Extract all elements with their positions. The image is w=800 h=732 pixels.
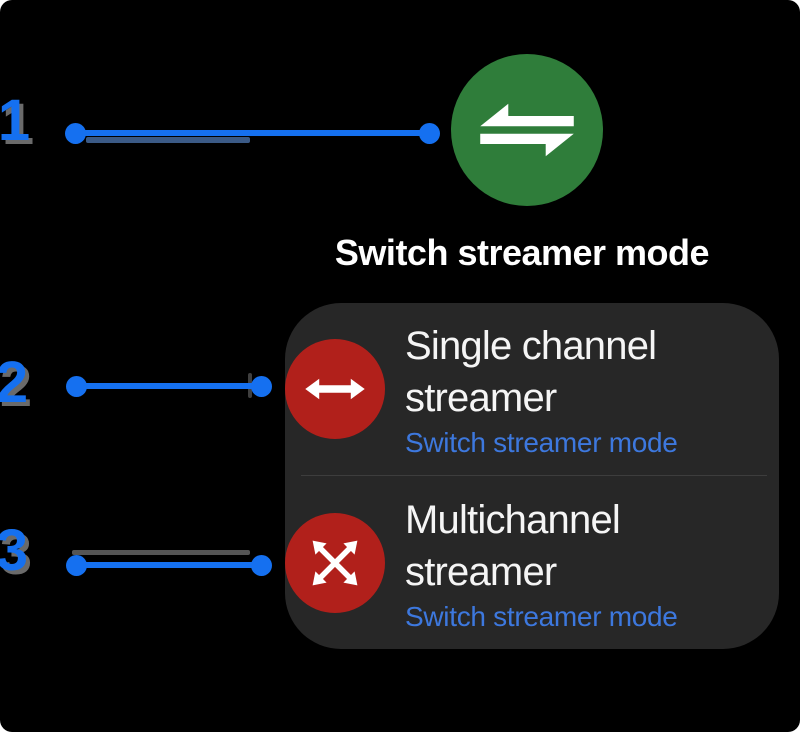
annotation-line-3-start-dot <box>66 554 87 576</box>
menu-item-title: Multichannel streamer <box>405 497 621 594</box>
menu-item-title: Single channel streamer <box>405 324 657 420</box>
menu-divider <box>301 475 767 476</box>
swap-horizontal-arrows-icon <box>480 101 574 159</box>
annotation-line-1-end-dot <box>419 122 440 144</box>
left-right-arrow-icon <box>285 339 385 439</box>
annotation-line-3 <box>66 554 272 576</box>
annotation-number-3: 3 <box>0 518 29 583</box>
annotation-line-1-start-dot <box>65 122 86 144</box>
four-way-arrows-icon <box>285 512 385 613</box>
switch-streamer-mode-button[interactable] <box>451 54 603 206</box>
menu-item-subtitle: Switch streamer mode <box>405 600 678 632</box>
annotation-line-1-shadow <box>86 137 250 143</box>
menu-item-text: Single channel streamer Switch streamer … <box>405 320 735 458</box>
menu-item-text: Multichannel streamer Switch streamer mo… <box>405 494 735 632</box>
annotation-number-1: 1 <box>0 88 31 153</box>
annotation-line-1 <box>65 122 440 144</box>
menu-item-subtitle: Switch streamer mode <box>405 427 678 458</box>
streamer-mode-menu: Single channel streamer Switch streamer … <box>285 303 779 649</box>
page-title: Switch streamer mode <box>334 232 710 273</box>
annotation-line-2 <box>66 375 272 397</box>
annotation-line-3-end-dot <box>251 554 272 576</box>
annotation-number-2: 2 <box>0 350 29 415</box>
menu-item-multichannel-streamer[interactable]: Multichannel streamer Switch streamer mo… <box>285 476 779 649</box>
annotation-line-2-start-dot <box>66 375 87 397</box>
annotation-line-3-shadow <box>72 550 250 555</box>
menu-item-single-channel-streamer[interactable]: Single channel streamer Switch streamer … <box>285 303 779 475</box>
annotation-line-2-end-dot <box>251 375 272 397</box>
